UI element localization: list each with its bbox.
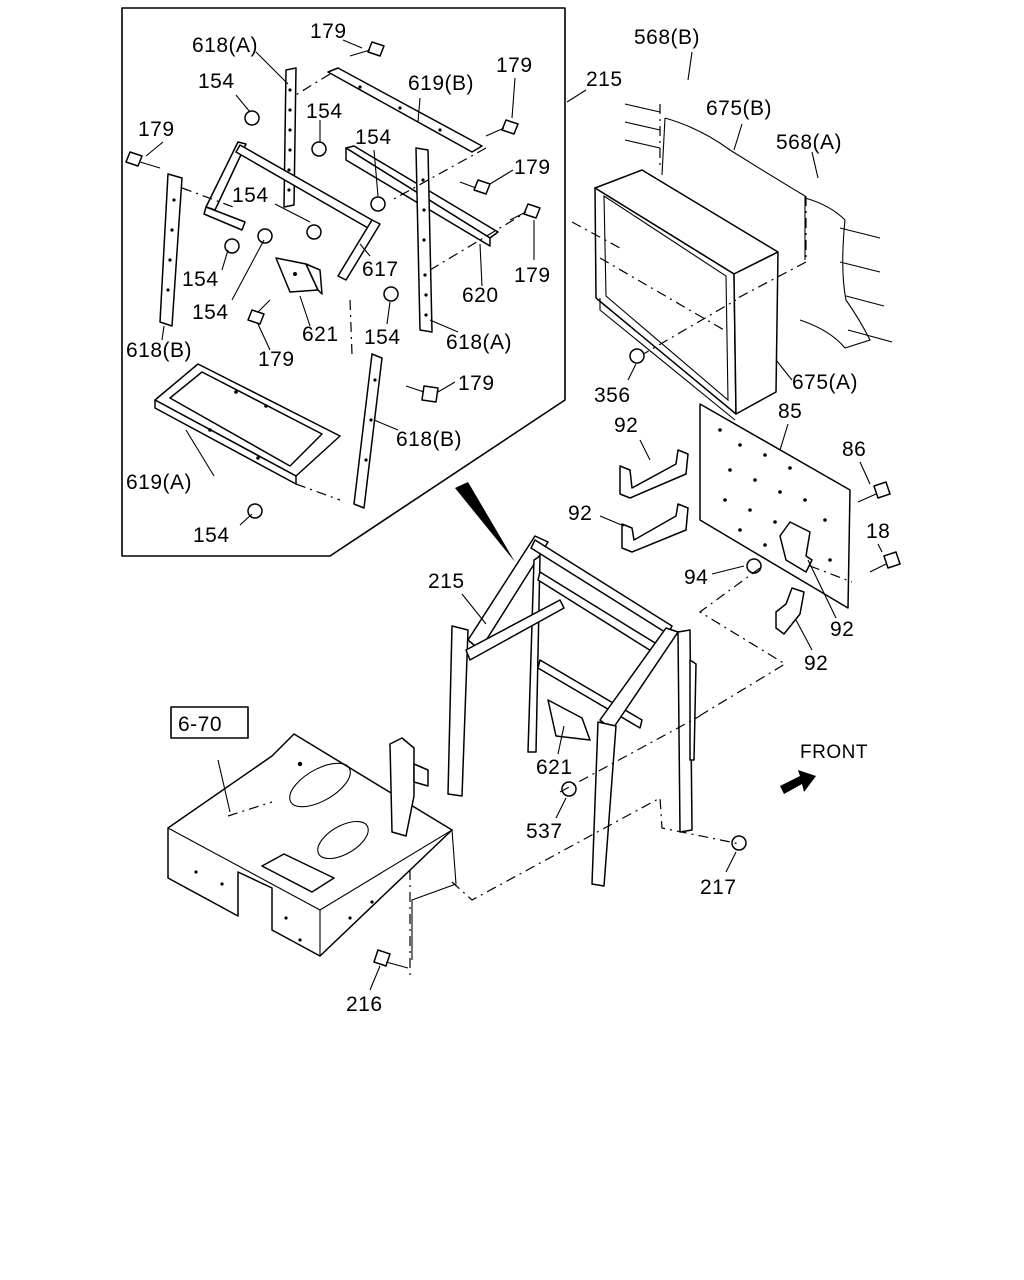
part-618b-left-strip: [159, 173, 183, 327]
inset-leader-lines: [145, 39, 535, 526]
callout-617: 617: [362, 258, 399, 281]
inset-nuts: [224, 110, 399, 519]
reference-box: [170, 706, 249, 739]
reference-box-label: 6-70: [178, 713, 222, 736]
part-92-brackets: [619, 449, 813, 635]
part-621-bracket: [275, 257, 323, 295]
part-215-main-frame: [447, 535, 697, 887]
callout-179: 179: [258, 348, 295, 371]
callout-618a: 618(A): [446, 331, 512, 354]
callout-568a: 568(A): [776, 131, 842, 154]
callout-92: 92: [804, 652, 828, 675]
front-label: FRONT: [800, 742, 868, 763]
callout-675b: 675(B): [706, 97, 772, 120]
callout-154: 154: [355, 126, 392, 149]
base-dashed-lines: [227, 715, 741, 975]
callout-154: 154: [192, 301, 229, 324]
inset-pointer-arrow: [455, 482, 515, 562]
plate-fasteners: [629, 348, 901, 574]
callout-86: 86: [842, 438, 866, 461]
callout-618b: 618(B): [126, 339, 192, 362]
callout-179: 179: [458, 372, 495, 395]
callout-92: 92: [614, 414, 638, 437]
callout-179: 179: [514, 264, 551, 287]
callout-675a: 675(A): [792, 371, 858, 394]
part-619a-frame: [154, 363, 341, 485]
callout-621: 621: [536, 756, 573, 779]
callout-356: 356: [594, 384, 631, 407]
callout-154: 154: [182, 268, 219, 291]
callout-179: 179: [138, 118, 175, 141]
part-618b-right-strip: [353, 353, 383, 509]
inset-dashed-lines: [181, 73, 521, 501]
main-frame-fasteners: [373, 781, 747, 969]
callout-154: 154: [306, 100, 343, 123]
callout-92: 92: [830, 618, 854, 641]
callout-154: 154: [198, 70, 235, 93]
detail-inset-frame: [121, 7, 566, 557]
callout-537: 537: [526, 820, 563, 843]
part-619b-bar: [327, 67, 483, 153]
main-leader-lines: [217, 51, 883, 991]
callout-179: 179: [310, 20, 347, 43]
part-675-battery-box: [594, 169, 779, 421]
callout-618b: 618(B): [396, 428, 462, 451]
callout-179: 179: [496, 54, 533, 77]
part-675b-cover-sheet: [624, 103, 893, 349]
part-618a-lower-strip: [415, 147, 433, 333]
callout-154: 154: [193, 524, 230, 547]
callout-85: 85: [778, 400, 802, 423]
callout-618a: 618(A): [192, 34, 258, 57]
callout-568b: 568(B): [634, 26, 700, 49]
part-617-bracket: [203, 141, 381, 281]
callout-labels: 179 618(A) 154 619(B) 179 154 179 154 17…: [126, 20, 890, 1016]
callout-94: 94: [684, 566, 708, 589]
callout-619a: 619(A): [126, 471, 192, 494]
callout-154: 154: [364, 326, 401, 349]
callout-621: 621: [302, 323, 339, 346]
callout-620: 620: [462, 284, 499, 307]
callout-619b: 619(B): [408, 72, 474, 95]
front-arrow-icon: [780, 770, 816, 794]
callout-216: 216: [346, 993, 383, 1016]
callout-217: 217: [700, 876, 737, 899]
callout-215: 215: [586, 68, 623, 91]
callout-215: 215: [428, 570, 465, 593]
plate-dashed-lines: [695, 565, 853, 719]
part-base-frame: [167, 733, 457, 960]
callout-18: 18: [866, 520, 890, 543]
inset-bolts: [125, 41, 541, 403]
callout-92: 92: [568, 502, 592, 525]
callout-154: 154: [232, 184, 269, 207]
battery-box-dashed-lines: [571, 104, 807, 357]
part-85-plate: [699, 403, 851, 609]
callout-179: 179: [514, 156, 551, 179]
